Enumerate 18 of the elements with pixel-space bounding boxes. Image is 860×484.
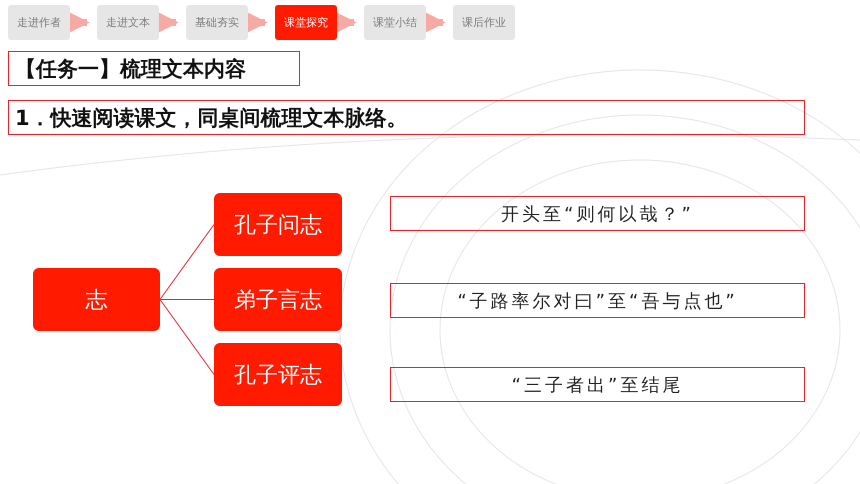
topic-box: 孔子问志 [214,193,342,256]
topic-box: 弟子言志 [214,268,342,331]
topic-box: 志 [33,268,160,331]
nav-tab: 课后作业 [453,5,515,40]
connector-line [160,299,214,300]
nav-tab: 走进文本 [97,5,159,40]
connector-line [160,224,214,300]
nav-tab: 课堂小结 [364,5,426,40]
topic-box: 孔子评志 [214,343,342,406]
heading-box: 1．快速阅读课文，同桌间梳理文本脉络。 [8,100,805,135]
nav-tab: 基础夯实 [186,5,248,40]
nav-tab: 走进作者 [8,5,70,40]
text-range-box: “子路率尔对曰”至“吾与点也” [390,283,805,318]
nav-tab: 课堂探究 [275,5,337,40]
text-range-box: 开头至“则何以哉？” [390,196,805,231]
text-range-box: “三子者出”至结尾 [390,367,805,402]
connector-line [160,299,214,375]
heading-box: 【任务一】梳理文本内容 [8,51,300,86]
